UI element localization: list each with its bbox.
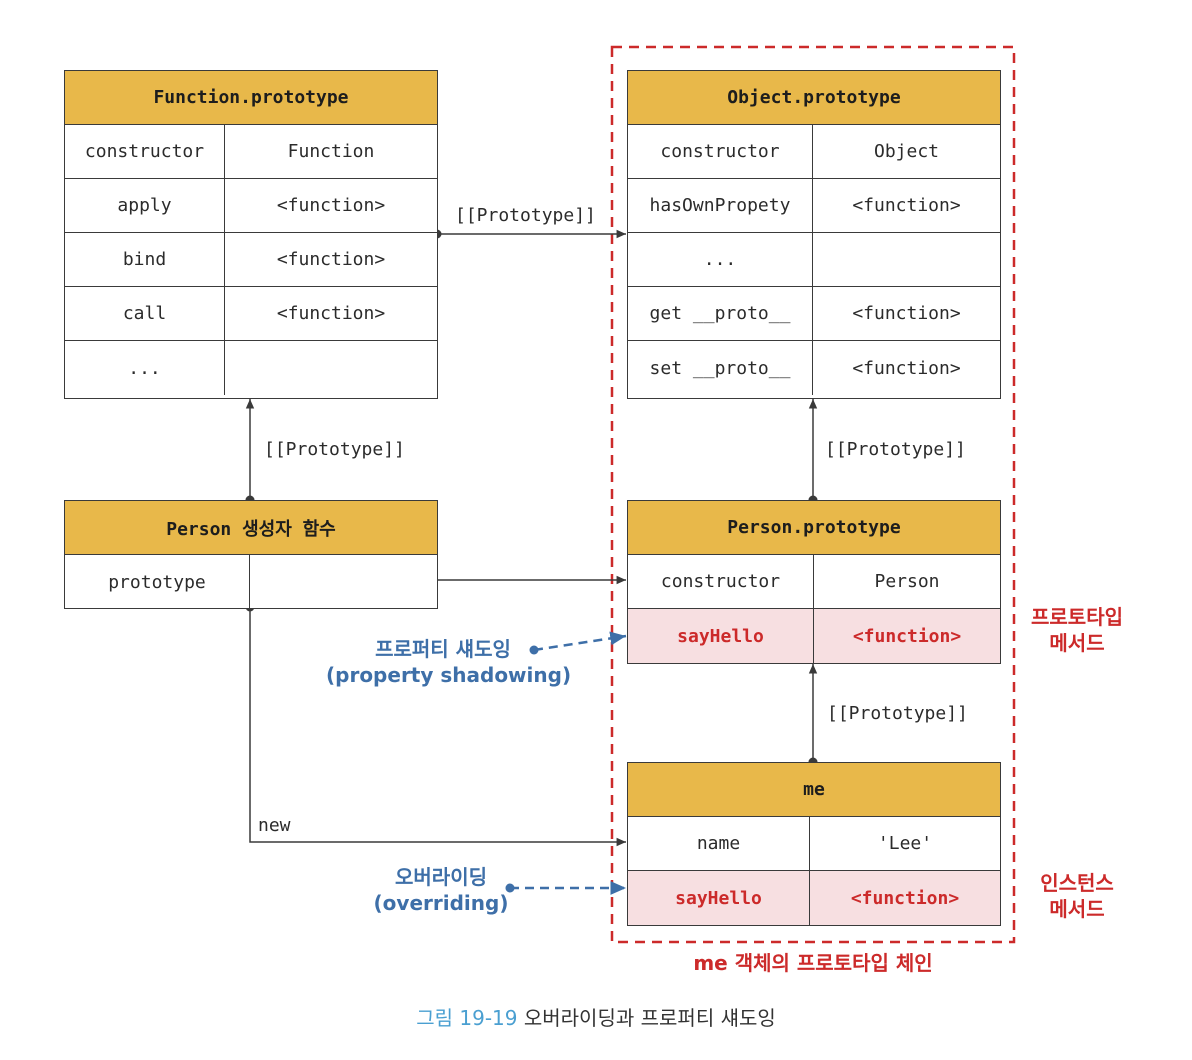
property-key: call [65, 287, 225, 340]
property-shadowing-en: (property shadowing) [326, 663, 572, 687]
figure-number: 그림 19-19 [416, 1006, 518, 1030]
property-key: prototype [65, 555, 250, 609]
property-value: <function> [852, 357, 961, 379]
overriding-ko: 오버라이딩 [395, 865, 487, 889]
table-row: constructor Person [628, 555, 1000, 609]
property-key: name [628, 817, 810, 870]
property-value: <function> [276, 249, 386, 270]
table-row: set __proto__ <function> [628, 341, 1000, 395]
prototype-method-line1: 프로토타입 [1031, 605, 1123, 629]
property-shadowing-annotation: 프로퍼티 섀도잉 (property shadowing) [326, 636, 572, 688]
overriding-annotation: 오버라이딩 (overriding) [366, 864, 516, 916]
property-key: bind [65, 233, 225, 286]
edge-label-me-to-person-proto: [[Prototype]] [827, 703, 968, 724]
object-title: Person.prototype [628, 501, 1000, 555]
table-row: get __proto__ <function> [628, 287, 1000, 341]
property-key: sayHello [628, 871, 810, 925]
table-row: call <function> [65, 287, 437, 341]
property-value: <function> [852, 195, 961, 216]
property-key: constructor [65, 125, 225, 178]
property-value: <function> [850, 887, 960, 909]
property-key: hasOwnPropety [628, 179, 813, 232]
property-value: <function> [852, 625, 962, 647]
table-row: bind <function> [65, 233, 437, 287]
table-row: ... [65, 341, 437, 395]
property-value: <function> [852, 303, 961, 324]
object-title: Function.prototype [65, 71, 437, 125]
object-prototype-object: Object.prototype constructor Object hasOw… [627, 70, 1001, 399]
object-title: Person 생성자 함수 [65, 501, 437, 555]
table-row-highlighted: sayHello <function> [628, 871, 1000, 925]
prototype-method-line2: 메서드 [1049, 631, 1105, 655]
property-key: constructor [628, 555, 814, 608]
function-prototype-object: Function.prototype constructor Function a… [64, 70, 438, 399]
object-title: Object.prototype [628, 71, 1000, 125]
object-title: me [628, 763, 1000, 817]
overriding-en: (overriding) [373, 891, 509, 915]
table-row: ... [628, 233, 1000, 287]
property-value: 'Lee' [877, 833, 933, 854]
table-row: name 'Lee' [628, 817, 1000, 871]
edge-label-func-to-object: [[Prototype]] [455, 205, 596, 226]
person-prototype-object: Person.prototype constructor Person sayHe… [627, 500, 1001, 664]
property-shadowing-ko: 프로퍼티 섀도잉 [375, 637, 511, 661]
edge-label-person-ctor-to-func: [[Prototype]] [264, 439, 405, 460]
edge-label-person-proto-to-object: [[Prototype]] [825, 439, 966, 460]
property-key: sayHello [628, 609, 814, 663]
table-row: prototype [65, 555, 437, 609]
figure-title: 오버라이딩과 프로퍼티 섀도잉 [523, 1006, 776, 1030]
property-key: apply [65, 179, 225, 232]
prototype-chain-label: me 객체의 프로토타입 체인 [693, 951, 933, 975]
property-value: <function> [276, 195, 386, 216]
instance-method-line1: 인스턴스 [1040, 871, 1114, 895]
person-constructor-object: Person 생성자 함수 prototype [64, 500, 438, 609]
property-key: constructor [628, 125, 813, 178]
table-row: apply <function> [65, 179, 437, 233]
property-value: <function> [276, 303, 386, 324]
property-key: get __proto__ [628, 287, 813, 340]
property-value [225, 341, 437, 395]
prototype-chain-boundary [610, 45, 1016, 944]
property-key: ... [65, 341, 225, 395]
property-value [813, 233, 1000, 286]
table-row: constructor Function [65, 125, 437, 179]
me-object: me name 'Lee' sayHello <function> [627, 762, 1001, 926]
property-value: Object [873, 141, 940, 162]
table-row: constructor Object [628, 125, 1000, 179]
edge-new [249, 607, 626, 847]
table-row-highlighted: sayHello <function> [628, 609, 1000, 663]
instance-method-annotation: 인스턴스 메서드 [1018, 870, 1136, 922]
property-value: Function [287, 141, 375, 162]
property-value: Person [874, 571, 940, 592]
figure-caption: 그림 19-19 오버라이딩과 프로퍼티 섀도잉 [0, 1002, 1192, 1031]
property-key: set __proto__ [628, 341, 813, 395]
instance-method-line2: 메서드 [1049, 897, 1105, 921]
shadowing-arrow [533, 631, 627, 652]
property-value [250, 555, 437, 609]
prototype-method-annotation: 프로토타입 메서드 [1018, 604, 1136, 656]
table-row: hasOwnPropety <function> [628, 179, 1000, 233]
property-key: ... [628, 233, 813, 286]
edge-label-new: new [258, 815, 291, 836]
